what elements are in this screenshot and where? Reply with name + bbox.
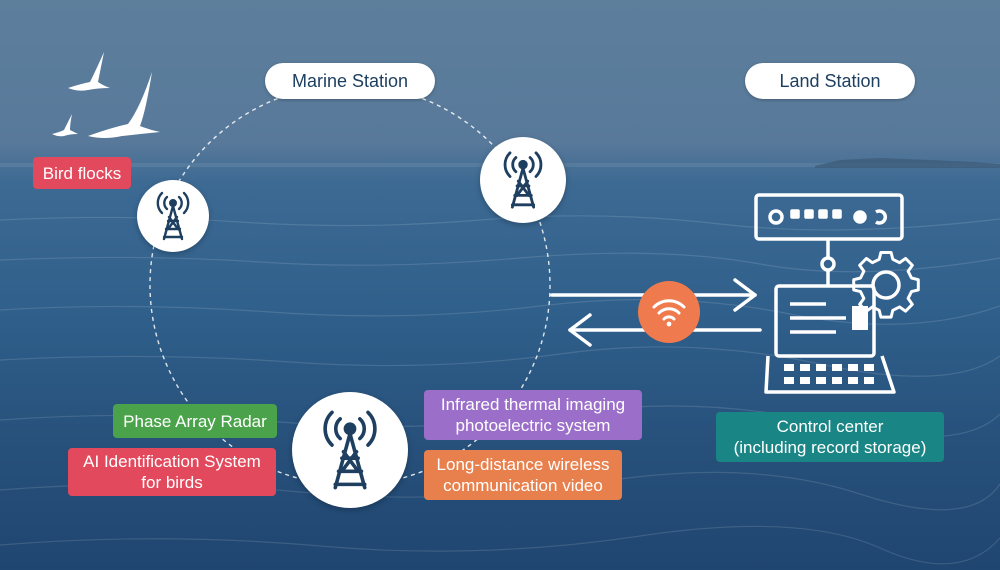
seagull-icon bbox=[88, 72, 160, 138]
tower-node-large bbox=[292, 392, 408, 508]
land-station-text: Land Station bbox=[779, 70, 881, 91]
bird-flocks-text: Bird flocks bbox=[42, 163, 122, 183]
long-distance-video-line1: Long-distance wireless bbox=[436, 455, 610, 474]
control-center-line1: Control center bbox=[776, 417, 884, 436]
long-distance-video-tag: Long-distance wireless communication vid… bbox=[424, 450, 622, 500]
seagull-icon bbox=[68, 52, 110, 91]
radio-tower-icon bbox=[503, 151, 543, 209]
ai-identification-line2: for birds bbox=[141, 473, 203, 492]
control-center-tag: Control center (including record storage… bbox=[716, 412, 944, 462]
phase-array-radar-tag: Phase Array Radar bbox=[113, 404, 277, 438]
server-computer-gear-icon bbox=[754, 193, 920, 394]
land-station-label: Land Station bbox=[745, 63, 915, 99]
ai-identification-line1: AI Identification System bbox=[83, 452, 261, 471]
infrared-imaging-line2: photoelectric system bbox=[455, 416, 611, 435]
radio-tower-icon bbox=[323, 410, 377, 490]
wifi-icon bbox=[652, 299, 686, 327]
ai-identification-tag: AI Identification System for birds bbox=[68, 448, 276, 496]
infrared-imaging-tag: Infrared thermal imaging photoelectric s… bbox=[424, 390, 642, 440]
island-silhouette bbox=[815, 158, 1000, 168]
tower-node-small bbox=[137, 180, 209, 252]
control-center-line2: (including record storage) bbox=[733, 438, 927, 457]
phase-array-radar-text: Phase Array Radar bbox=[123, 411, 267, 431]
arrow-to-land-head bbox=[733, 278, 757, 312]
bird-flocks-tag: Bird flocks bbox=[33, 157, 131, 189]
infrared-imaging-line1: Infrared thermal imaging bbox=[440, 395, 626, 414]
wifi-badge bbox=[638, 281, 700, 343]
tower-node-medium bbox=[480, 137, 566, 223]
marine-station-text: Marine Station bbox=[291, 70, 409, 91]
marine-station-label: Marine Station bbox=[265, 63, 435, 99]
seagull-icon bbox=[52, 114, 78, 137]
bird-flock bbox=[52, 52, 160, 138]
long-distance-video-line2: communication video bbox=[443, 476, 603, 495]
radio-tower-icon bbox=[156, 191, 190, 241]
gear-icon bbox=[852, 251, 920, 319]
arrow-to-marine-head bbox=[568, 313, 592, 347]
